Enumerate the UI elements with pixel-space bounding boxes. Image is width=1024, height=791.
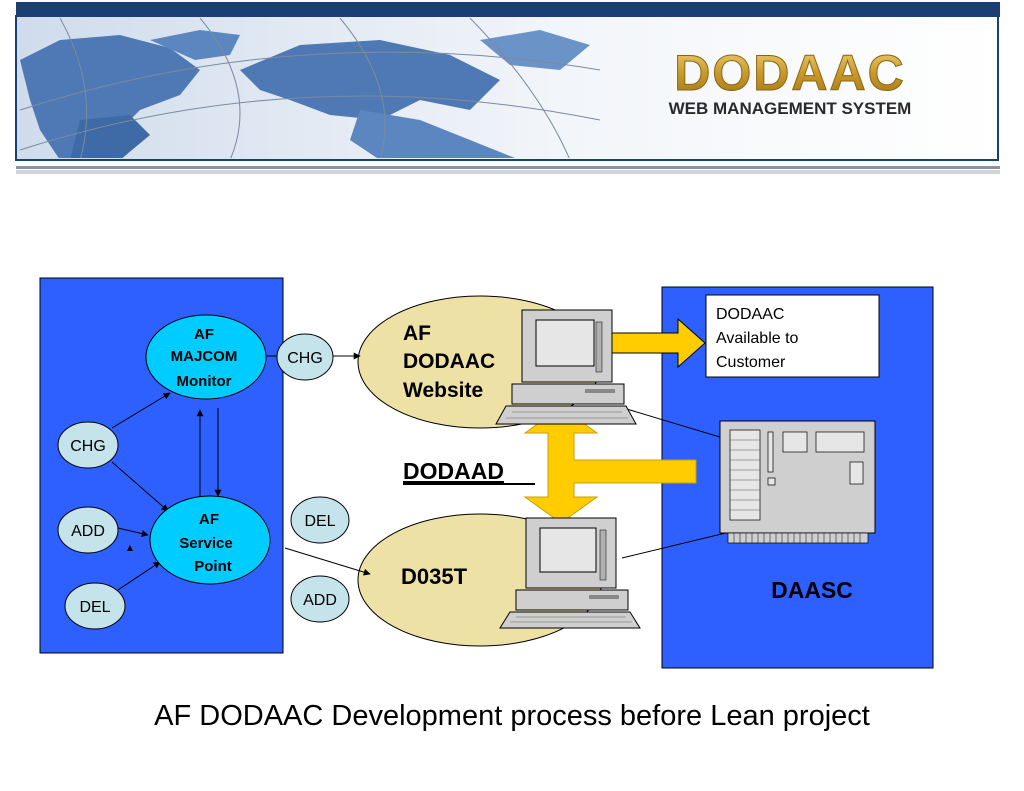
d035t-computer-icon — [499, 517, 641, 629]
banner-top-bar — [16, 2, 1000, 17]
daasc-server-board-icon — [719, 420, 876, 544]
process-diagram: AF MAJCOM Monitor AF Service Point CHG A… — [39, 277, 934, 669]
slide-caption: AF DODAAC Development process before Lea… — [154, 700, 870, 732]
service-point-line3: Point — [194, 558, 232, 575]
mid-add-label: ADD — [303, 592, 337, 609]
logo-wordmark: DODAAC — [674, 45, 905, 101]
mid-chg-label: CHG — [287, 350, 323, 367]
left-del-bubble: DEL — [64, 582, 126, 630]
mid-chg-bubble: CHG — [276, 333, 334, 381]
world-map-graphic — [19, 18, 601, 158]
service-point-line2: Service — [179, 535, 232, 552]
available-line3: Customer — [716, 354, 786, 371]
banner-bottom-line — [16, 166, 1000, 169]
left-chg-bubble: CHG — [57, 421, 119, 469]
available-line1: DODAAC — [716, 306, 784, 323]
majcom-line1: AF — [194, 326, 214, 343]
banner-bottom-shadow — [16, 170, 1000, 174]
majcom-line2: MAJCOM — [171, 348, 238, 365]
mid-del-label: DEL — [304, 513, 335, 530]
mid-add-bubble: ADD — [290, 575, 350, 623]
service-point-node: AF Service Point — [149, 495, 271, 585]
d035t-label: D035T — [401, 564, 468, 589]
left-chg-label: CHG — [70, 438, 106, 455]
daasc-label: DAASC — [771, 577, 853, 603]
website-computer-icon — [495, 309, 637, 425]
mid-del-bubble: DEL — [290, 496, 350, 544]
left-add-bubble: ADD — [57, 506, 119, 554]
majcom-monitor-node: AF MAJCOM Monitor — [145, 314, 267, 400]
available-to-customer-box: DODAAC Available to Customer — [705, 294, 880, 378]
service-point-line1: AF — [199, 511, 219, 528]
dodaad-label: DODAAD — [403, 458, 504, 484]
left-add-label: ADD — [71, 523, 105, 540]
header-banner: DODAAC WEB MANAGEMENT SYSTEM — [15, 2, 1000, 174]
website-line1: AF — [403, 322, 431, 345]
website-line2: DODAAC — [403, 350, 495, 373]
dodaad-double-arrow — [523, 406, 697, 524]
website-line3: Website — [403, 379, 483, 402]
logo-subtitle: WEB MANAGEMENT SYSTEM — [669, 99, 912, 118]
left-del-label: DEL — [79, 599, 110, 616]
majcom-line3: Monitor — [177, 373, 232, 390]
available-line2: Available to — [716, 330, 799, 347]
